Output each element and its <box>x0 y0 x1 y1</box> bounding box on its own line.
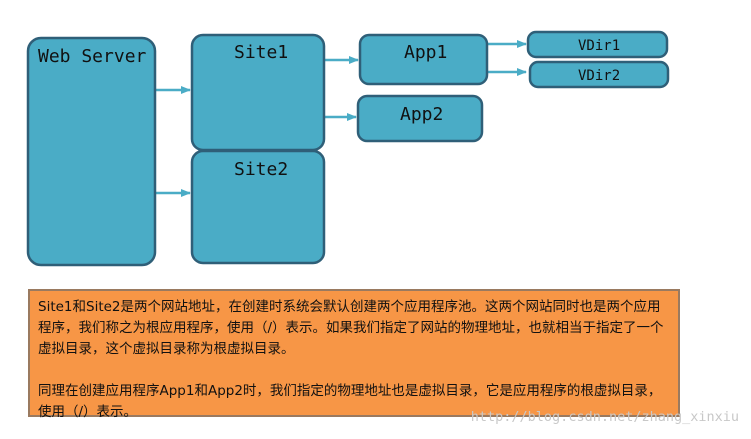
app2-box <box>356 94 484 143</box>
web-server-box <box>26 36 157 267</box>
node-web-server: Web Server <box>26 36 157 267</box>
vdir2-box <box>528 60 670 89</box>
vdir1-label: VDir1 <box>578 38 620 54</box>
vdir1-box <box>526 30 669 59</box>
connector-arrows <box>156 40 527 197</box>
site2-box <box>190 149 326 265</box>
web-server-label: Web Server <box>38 46 147 67</box>
note-paragraph-1: Site1和Site2是两个网站地址，在创建时系统会默认创建两个应用程序池。这两… <box>38 299 664 357</box>
node-vdir1: VDir1 <box>526 30 669 59</box>
node-vdir2: VDir2 <box>528 60 670 89</box>
node-site1: Site1 <box>190 33 326 152</box>
node-app2: App2 <box>356 94 484 143</box>
watermark-text: http://blog.csdn.net/zhang_xinxiu <box>470 409 739 425</box>
vdir2-label: VDir2 <box>578 68 620 84</box>
app2-label: App2 <box>400 104 443 125</box>
explanation-note: Site1和Site2是两个网站地址，在创建时系统会默认创建两个应用程序池。这两… <box>28 289 680 420</box>
app1-box <box>358 33 489 86</box>
node-app1: App1 <box>358 33 489 86</box>
node-site2: Site2 <box>190 149 326 265</box>
site2-label: Site2 <box>234 159 288 180</box>
app1-label: App1 <box>404 42 447 63</box>
note-paragraph-2: 同理在创建应用程序App1和App2时，我们指定的物理地址也是虚拟目录，它是应用… <box>38 383 662 420</box>
site1-label: Site1 <box>234 42 288 63</box>
